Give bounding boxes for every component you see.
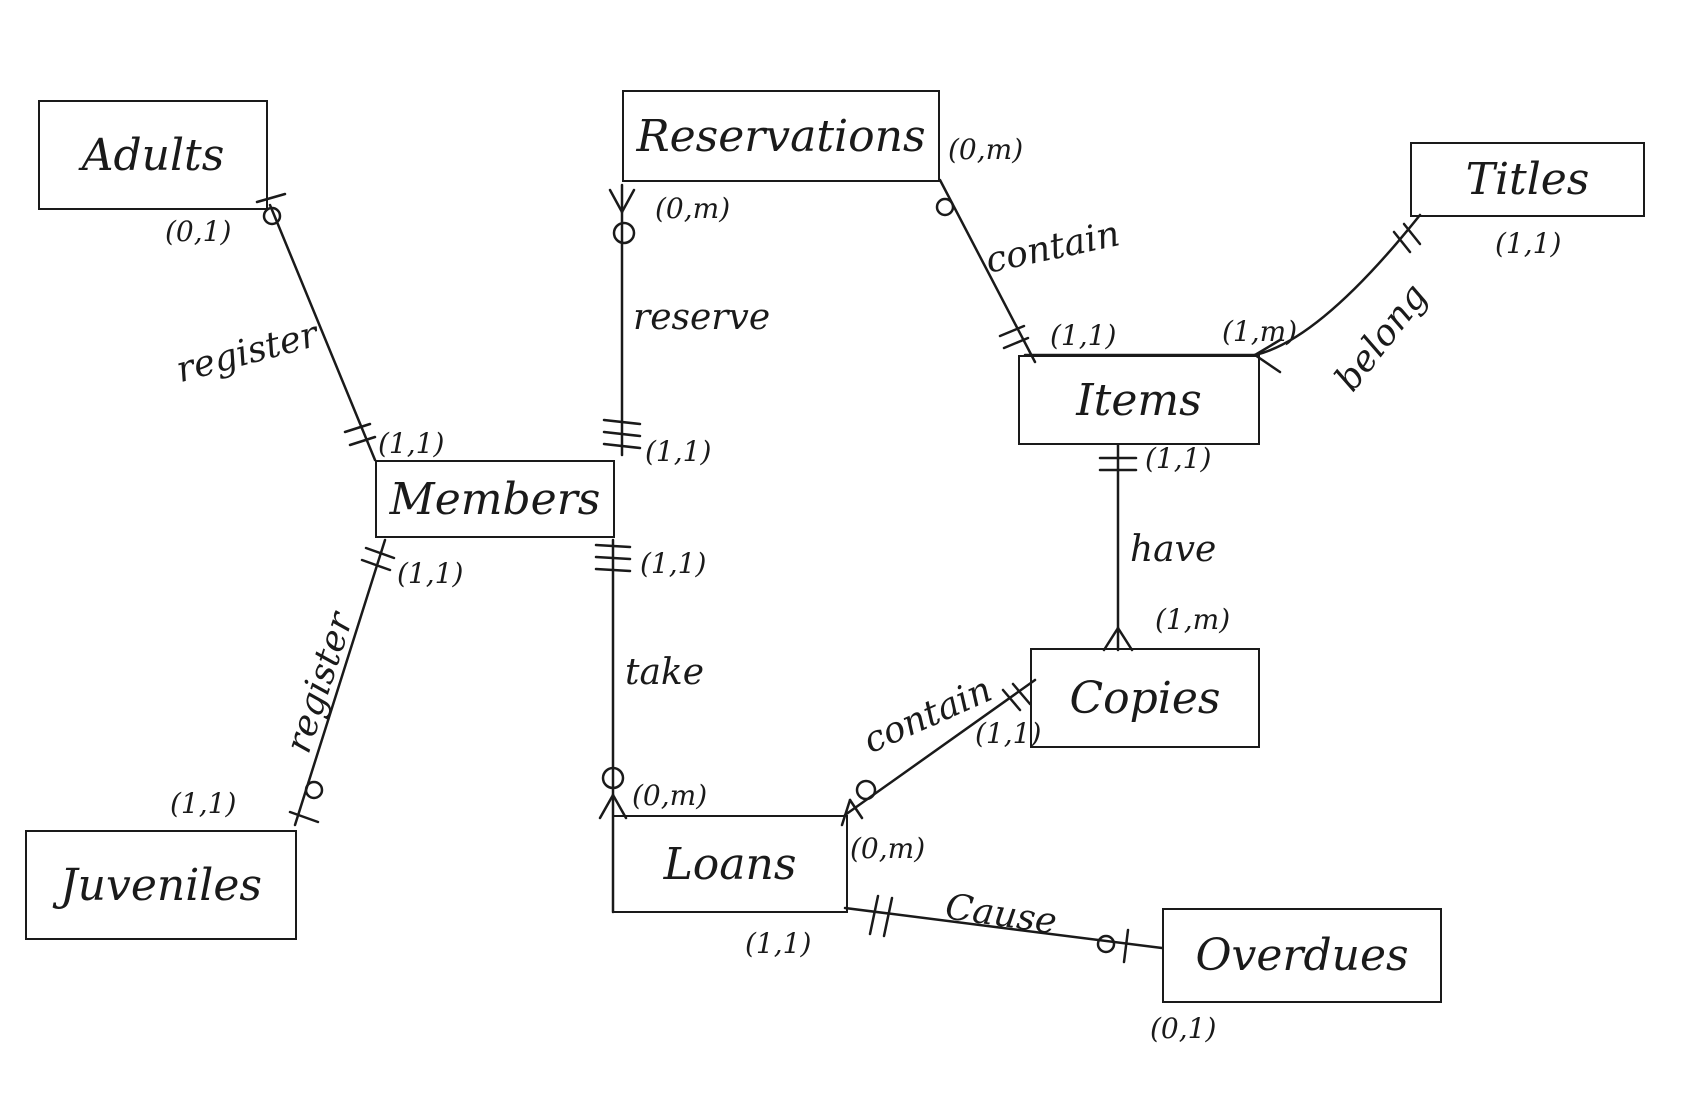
cardinality-members-register-juveniles: (1,1) — [397, 557, 464, 590]
entity-items: Items — [1018, 355, 1260, 445]
one-marker — [255, 192, 287, 204]
zero-marker — [855, 779, 877, 801]
cardinality-loans-take: (0,m) — [632, 779, 708, 812]
edge-reservations-members — [602, 183, 642, 457]
one-marker — [1011, 682, 1032, 706]
one-marker — [1402, 222, 1422, 246]
cardinality-adults-register: (0,1) — [165, 215, 232, 248]
edge-items-copies — [1098, 443, 1138, 652]
zero-marker — [1096, 934, 1116, 954]
one-marker — [1392, 230, 1412, 254]
relationship-label-reserve: reserve — [633, 297, 771, 338]
many-marker — [611, 793, 628, 820]
many-marker — [1102, 626, 1120, 652]
one-marker — [348, 435, 377, 447]
edge-loans-overdues — [843, 894, 1164, 964]
cardinality-reservations-contain: (0,m) — [948, 133, 1024, 166]
zero-marker — [935, 197, 955, 217]
cardinality-copies-contain: (1,1) — [975, 717, 1042, 750]
one-marker — [602, 418, 642, 426]
one-marker — [882, 896, 894, 938]
one-marker — [594, 567, 632, 573]
zero-marker — [262, 206, 282, 226]
cardinality-juveniles-register: (1,1) — [170, 787, 237, 820]
cardinality-copies-have: (1,m) — [1155, 603, 1231, 636]
relationship-label-take: take — [625, 652, 705, 693]
one-marker — [594, 555, 632, 561]
one-marker — [602, 430, 642, 438]
cardinality-members-take: (1,1) — [640, 547, 707, 580]
one-marker — [364, 546, 396, 560]
many-marker — [1116, 626, 1134, 652]
edge-juveniles-members — [288, 538, 396, 827]
zero-marker — [304, 780, 324, 800]
many-marker — [608, 188, 624, 214]
edge-adults-members — [255, 192, 377, 462]
entity-overdues: Overdues — [1162, 908, 1442, 1003]
cardinality-items-contain: (1,1) — [1050, 319, 1117, 352]
one-marker — [868, 894, 880, 936]
one-marker — [1002, 336, 1030, 350]
many-marker — [1253, 338, 1282, 357]
zero-marker — [612, 221, 636, 245]
one-marker — [998, 324, 1026, 338]
entity-juveniles: Juveniles — [25, 830, 297, 940]
cardinality-members-register-adults: (1,1) — [378, 427, 445, 460]
one-marker — [288, 810, 320, 824]
many-marker — [598, 793, 615, 820]
one-marker — [602, 442, 642, 450]
cardinality-members-reserve: (1,1) — [645, 435, 712, 468]
edge-reservations-items — [935, 178, 1037, 364]
entity-reservations: Reservations — [622, 90, 940, 182]
many-marker — [620, 188, 636, 214]
one-marker — [594, 543, 632, 549]
zero-marker — [601, 766, 625, 790]
entity-members: Members — [375, 460, 615, 538]
one-marker — [1122, 928, 1130, 964]
entity-loans: Loans — [612, 815, 848, 913]
cardinality-loans-contain: (0,m) — [850, 832, 926, 865]
entity-copies: Copies — [1030, 648, 1260, 748]
one-marker — [1001, 688, 1022, 712]
many-marker — [848, 798, 864, 820]
cardinality-items-belong: (1,m) — [1222, 315, 1298, 348]
cardinality-items-have: (1,1) — [1145, 442, 1212, 475]
many-marker — [840, 798, 852, 827]
one-marker — [343, 422, 372, 434]
one-marker — [360, 558, 392, 572]
cardinality-reservations-reserve: (0,m) — [655, 192, 731, 225]
cardinality-loans-cause: (1,1) — [745, 927, 812, 960]
entity-titles: Titles — [1410, 142, 1645, 217]
cardinality-overdues-cause: (0,1) — [1150, 1012, 1217, 1045]
entity-adults: Adults — [38, 100, 268, 210]
edge-copies-loans — [840, 678, 1037, 827]
cardinality-titles-belong: (1,1) — [1495, 227, 1562, 260]
relationship-label-have: have — [1130, 529, 1217, 570]
